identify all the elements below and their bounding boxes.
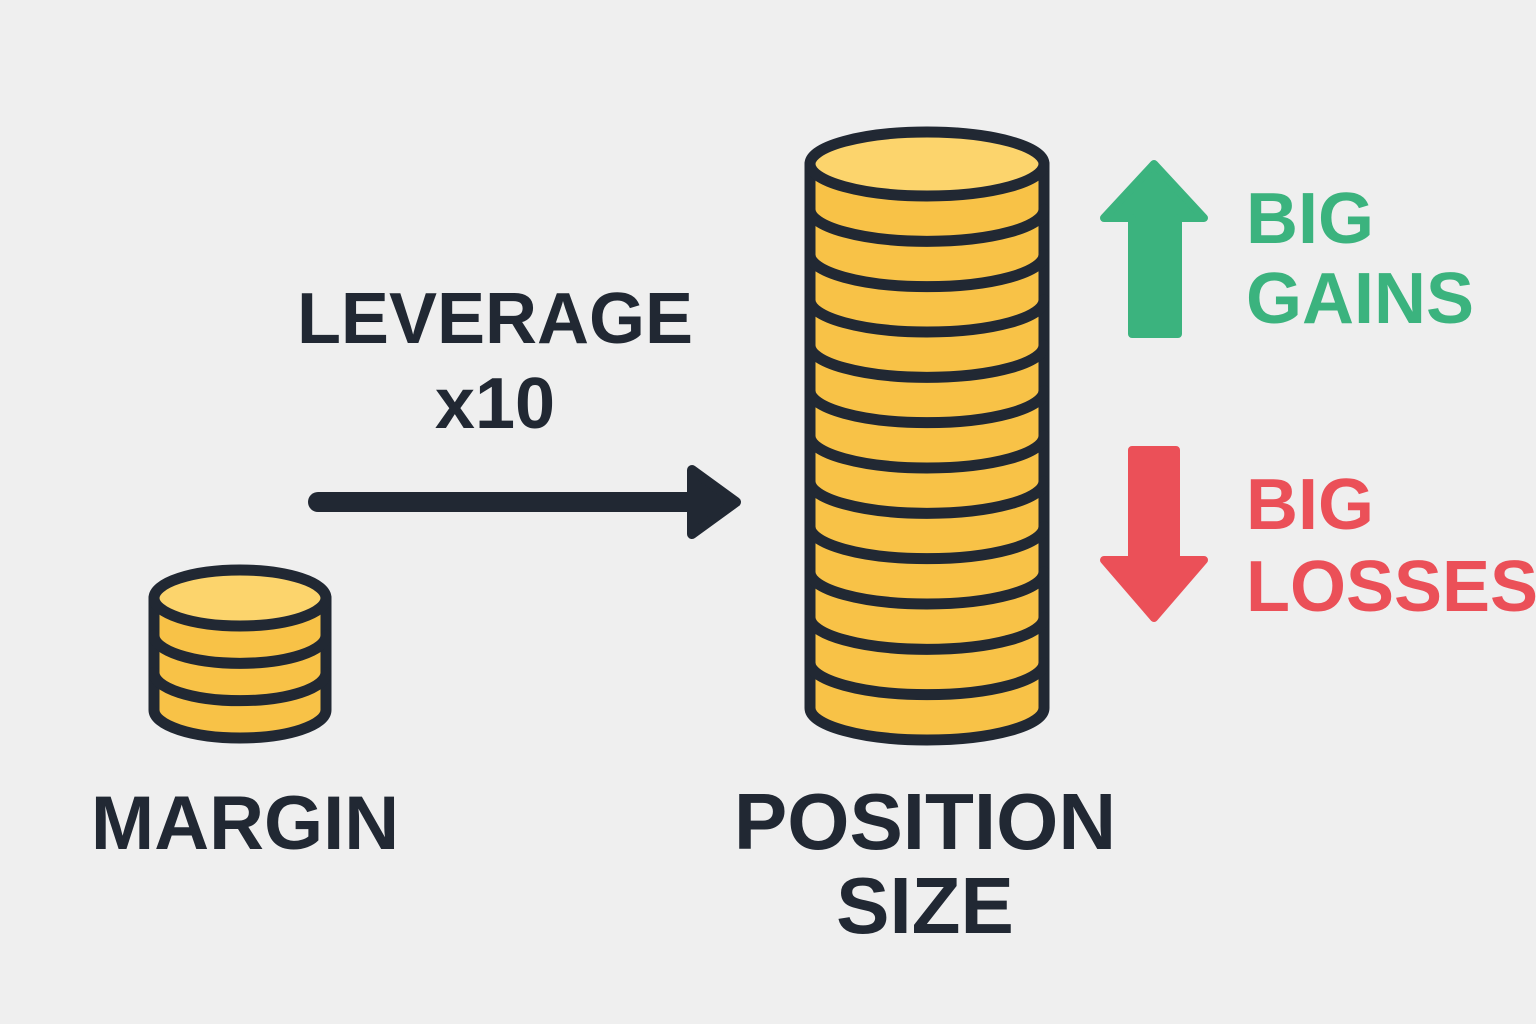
losses-label-line2: LOSSES: [1246, 547, 1536, 627]
coin-top-face: [804, 126, 1050, 202]
coin-edge: [804, 611, 1050, 655]
coin-edge: [804, 657, 1050, 701]
coin-top-face: [148, 564, 332, 632]
arrow-down-icon: [1100, 446, 1208, 622]
coin-edge: [804, 385, 1050, 429]
coin-edge: [804, 566, 1050, 610]
coin-edge: [804, 294, 1050, 338]
coin-edge: [804, 521, 1050, 565]
arrow-up-icon: [1100, 160, 1208, 338]
losses-label-line1: BIG: [1246, 465, 1375, 545]
position-label: POSITION: [733, 777, 1117, 866]
coin-edge: [804, 430, 1050, 474]
coin-edge: [804, 475, 1050, 519]
coin-edge: [804, 203, 1050, 247]
coin-edge: [804, 339, 1050, 383]
gains-label-line2: GAINS: [1246, 259, 1475, 339]
margin-label: MARGIN: [90, 781, 400, 866]
arrow-right-icon: [308, 465, 741, 539]
leverage-label: LEVERAGE: [296, 279, 694, 359]
size-label: SIZE: [836, 861, 1014, 950]
coin-edge: [148, 629, 332, 669]
position-coin-stack: [804, 126, 1050, 746]
leverage-multiplier-label: x10: [434, 364, 556, 444]
gains-label-line1: BIG: [1246, 179, 1375, 259]
coin-edge: [804, 249, 1050, 293]
coin-edge: [148, 667, 332, 707]
margin-coin-stack: [148, 564, 332, 744]
